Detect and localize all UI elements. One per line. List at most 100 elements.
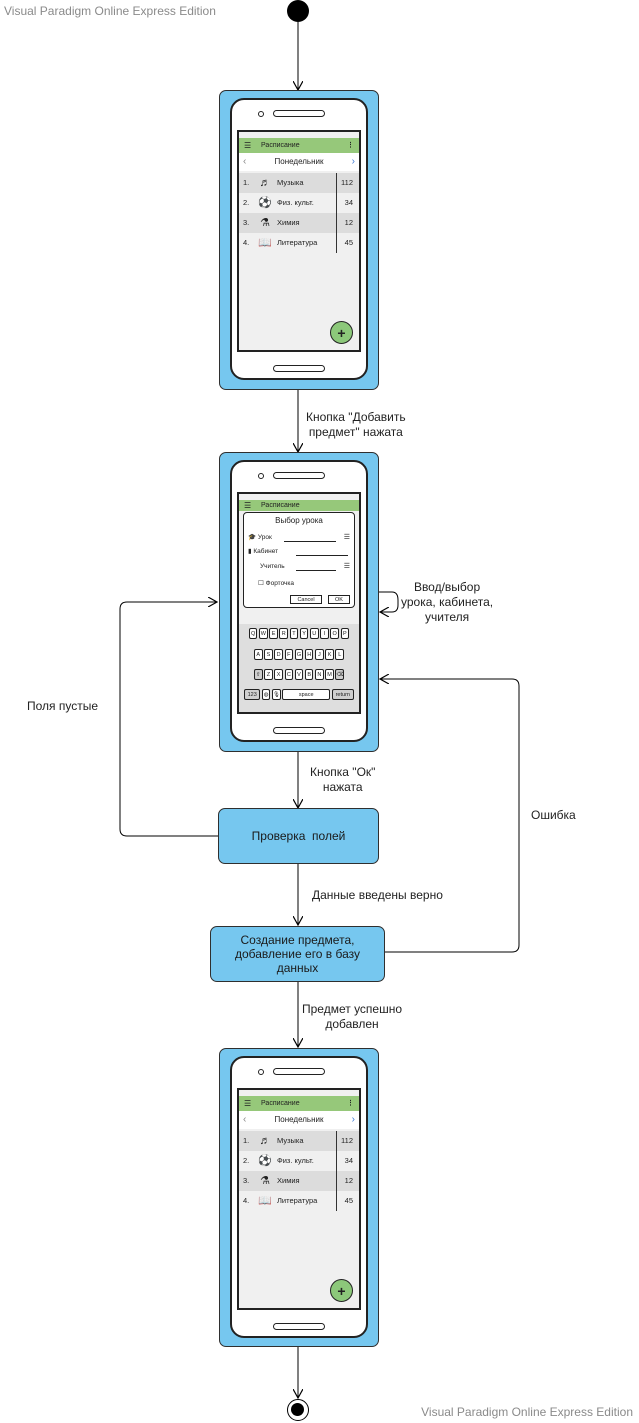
key-q[interactable]: Q	[248, 628, 258, 639]
numbers-key[interactable]: 123	[244, 689, 261, 700]
key-n[interactable]: N	[315, 669, 324, 680]
key-l[interactable]: L	[335, 649, 345, 660]
phone-screen: ☰ Расписание ⋮ ‹ Понедельник › 1. ♬ Музы…	[237, 130, 361, 352]
shift-key[interactable]: ⇧	[253, 669, 263, 680]
teacher-field[interactable]: Учитель ☰	[248, 561, 350, 572]
phone-screen: ☰ Расписание Выбор урока 🎓 Урок ☰ ▮ Каби…	[237, 492, 361, 714]
list-icon[interactable]: ☰	[343, 563, 350, 570]
key-y[interactable]: Y	[299, 628, 309, 639]
item-room: 34	[344, 1156, 353, 1165]
key-r[interactable]: R	[279, 628, 289, 639]
chevron-left-icon[interactable]: ‹	[243, 1114, 247, 1125]
state-schedule-updated: ☰ Расписание ⋮ ‹ Понедельник › 1. ♬ Музы…	[219, 1048, 379, 1347]
key-p[interactable]: P	[340, 628, 350, 639]
list-icon[interactable]: ☰	[343, 534, 350, 541]
key-u[interactable]: U	[309, 628, 319, 639]
key-o[interactable]: O	[330, 628, 339, 639]
backspace-icon[interactable]: ⌫	[335, 669, 344, 680]
list-item[interactable]: 4. 📖 Литература 45	[239, 233, 359, 253]
chevron-right-icon[interactable]: ›	[351, 1114, 355, 1125]
flask-icon: ⚗	[260, 217, 270, 229]
key-s[interactable]: S	[264, 649, 273, 660]
app-title: Расписание	[261, 502, 300, 509]
speaker-grille	[273, 1068, 325, 1075]
item-room: 12	[344, 218, 353, 227]
item-number: 3.	[243, 1176, 250, 1185]
subject-list: 1. ♬ Музыка 112 2. ⚽ Физ. культ. 34 3. ⚗…	[239, 173, 359, 253]
state-add-dialog: ☰ Расписание Выбор урока 🎓 Урок ☰ ▮ Каби…	[219, 452, 379, 752]
day-selector: ‹ Понедельник ›	[239, 153, 359, 171]
item-number: 2.	[243, 198, 250, 207]
key-t[interactable]: T	[289, 628, 299, 639]
item-name: Музыка	[277, 1136, 304, 1145]
speaker-grille	[273, 110, 325, 117]
list-item[interactable]: 4. 📖 Литература 45	[239, 1191, 359, 1211]
chevron-left-icon[interactable]: ‹	[243, 156, 247, 167]
lesson-field[interactable]: 🎓 Урок ☰	[248, 532, 350, 543]
phone-screen: ☰ Расписание ⋮ ‹ Понедельник › 1. ♬ Музы…	[237, 1088, 361, 1310]
key-k[interactable]: K	[325, 649, 334, 660]
globe-icon[interactable]: ◍	[261, 689, 271, 700]
label-fields-empty: Поля пустые	[27, 699, 99, 713]
state-schedule-initial: ☰ Расписание ⋮ ‹ Понедельник › 1. ♬ Музы…	[219, 90, 379, 390]
key-h[interactable]: H	[304, 649, 314, 660]
hamburger-icon[interactable]: ☰	[244, 501, 252, 510]
list-item[interactable]: 2. ⚽ Физ. культ. 34	[239, 1151, 359, 1171]
key-m[interactable]: M	[325, 669, 334, 680]
list-item[interactable]: 3. ⚗ Химия 12	[239, 1171, 359, 1191]
key-x[interactable]: X	[274, 669, 283, 680]
key-d[interactable]: D	[274, 649, 283, 660]
more-icon[interactable]: ⋮	[347, 142, 354, 149]
app-title: Расписание	[261, 142, 300, 149]
key-i[interactable]: I	[320, 628, 329, 639]
camera-icon	[258, 1069, 264, 1075]
lesson-dialog: Выбор урока 🎓 Урок ☰ ▮ Кабинет Учитель ☰…	[243, 512, 355, 608]
item-name: Химия	[277, 1176, 300, 1185]
cancel-button[interactable]: Cancel	[290, 595, 322, 604]
app-bar: ☰ Расписание ⋮	[239, 1096, 359, 1111]
key-a[interactable]: A	[253, 649, 263, 660]
more-icon[interactable]: ⋮	[347, 1100, 354, 1107]
key-f[interactable]: F	[284, 649, 294, 660]
lesson-label: 🎓 Урок	[248, 534, 272, 541]
list-item[interactable]: 3. ⚗ Химия 12	[239, 213, 359, 233]
hamburger-icon[interactable]: ☰	[244, 1099, 252, 1108]
add-subject-button[interactable]: +	[330, 1279, 353, 1302]
hamburger-icon[interactable]: ☰	[244, 141, 252, 150]
key-b[interactable]: B	[304, 669, 314, 680]
list-item[interactable]: 1. ♬ Музыка 112	[239, 173, 359, 193]
day-label: Понедельник	[274, 157, 324, 166]
key-g[interactable]: G	[294, 649, 304, 660]
key-v[interactable]: V	[294, 669, 304, 680]
key-z[interactable]: Z	[264, 669, 273, 680]
home-button	[273, 365, 325, 372]
item-room: 45	[344, 1196, 353, 1205]
action-check-fields: Проверка полей	[218, 808, 379, 864]
ok-button[interactable]: OK	[328, 595, 350, 604]
list-item[interactable]: 2. ⚽ Физ. культ. 34	[239, 193, 359, 213]
phone-device: ☰ Расписание ⋮ ‹ Понедельник › 1. ♬ Музы…	[230, 1056, 368, 1338]
soccer-ball-icon: ⚽	[258, 1155, 272, 1167]
initial-node	[287, 0, 309, 22]
column-divider	[336, 173, 337, 253]
item-name: Физ. культ.	[277, 198, 314, 207]
label-input-self: Ввод/выбор урока, кабинета, учителя	[401, 580, 494, 624]
return-key[interactable]: return	[331, 689, 354, 700]
microphone-icon[interactable]: 🎙	[272, 689, 281, 700]
key-e[interactable]: E	[269, 628, 278, 639]
space-key[interactable]: space	[282, 689, 331, 700]
label-added-success: Предмет успешно добавлен	[302, 1002, 403, 1031]
room-field[interactable]: ▮ Кабинет	[248, 546, 350, 557]
chevron-right-icon[interactable]: ›	[351, 156, 355, 167]
add-subject-button[interactable]: +	[330, 321, 353, 344]
key-c[interactable]: C	[284, 669, 294, 680]
window-checkbox[interactable]: ☐ Форточка	[258, 580, 295, 587]
keyboard-row: 123 ◍ 🎙 space return	[239, 689, 359, 701]
list-item[interactable]: 1. ♬ Музыка 112	[239, 1131, 359, 1151]
key-w[interactable]: W	[259, 628, 268, 639]
day-selector: ‹ Понедельник ›	[239, 1111, 359, 1129]
teacher-label: Учитель	[260, 563, 285, 570]
key-j[interactable]: J	[315, 649, 324, 660]
item-number: 4.	[243, 1196, 250, 1205]
